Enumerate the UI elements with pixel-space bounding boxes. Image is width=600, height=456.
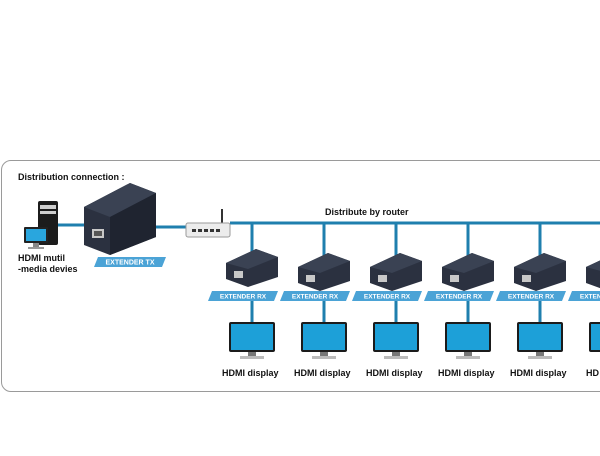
- svg-text:EXTENDER RX: EXTENDER RX: [436, 294, 483, 301]
- svg-text:EXTENDER RX: EXTENDER RX: [508, 294, 555, 301]
- diagram-title: Distribution connection :: [18, 172, 125, 182]
- router-icon: [185, 209, 231, 238]
- source-label: HDMI mutil -media devies: [18, 253, 78, 274]
- router-label: Distribute by router: [325, 207, 409, 217]
- display-label: HDMI display: [438, 368, 495, 378]
- hdmi-display-icon: [589, 322, 600, 352]
- display-label: HDMI display: [510, 368, 567, 378]
- receiver-device-icon: [226, 249, 278, 287]
- receiver-badges: EXTENDER RX EXTENDER RX EXTENDER RX EXTE…: [208, 291, 600, 301]
- receiver-device-icon: [298, 253, 350, 291]
- receiver-device-icon: [370, 253, 422, 291]
- transmitter-device-icon: [84, 183, 156, 255]
- hdmi-display-icon: [445, 322, 491, 359]
- svg-text:EXTENDER RX: EXTENDER RX: [220, 294, 267, 301]
- receiver-device-icon: [514, 253, 566, 291]
- svg-text:EXTENDER RX: EXTENDER RX: [292, 294, 339, 301]
- media-source-icon: [24, 201, 58, 249]
- svg-text:EXTENDER TX: EXTENDER TX: [105, 260, 154, 267]
- display-label: HD: [586, 368, 599, 378]
- hdmi-display-icon: [517, 322, 563, 359]
- display-label: HDMI display: [222, 368, 279, 378]
- display-label: HDMI display: [294, 368, 351, 378]
- hdmi-display-icon: [373, 322, 419, 359]
- svg-text:EXTENDER RX: EXTENDER RX: [364, 294, 411, 301]
- display-label: HDMI display: [366, 368, 423, 378]
- cable-network: [58, 221, 600, 323]
- svg-text:EXTENDER RX: EXTENDER RX: [580, 294, 600, 301]
- transmitter-badge: EXTENDER TX: [94, 257, 166, 267]
- hdmi-display-icon: [301, 322, 347, 359]
- receiver-device-icon: [442, 253, 494, 291]
- receiver-device-icon: [586, 260, 600, 289]
- distribution-diagram-panel: Distribution connection :: [1, 160, 600, 392]
- hdmi-display-icon: [229, 322, 275, 359]
